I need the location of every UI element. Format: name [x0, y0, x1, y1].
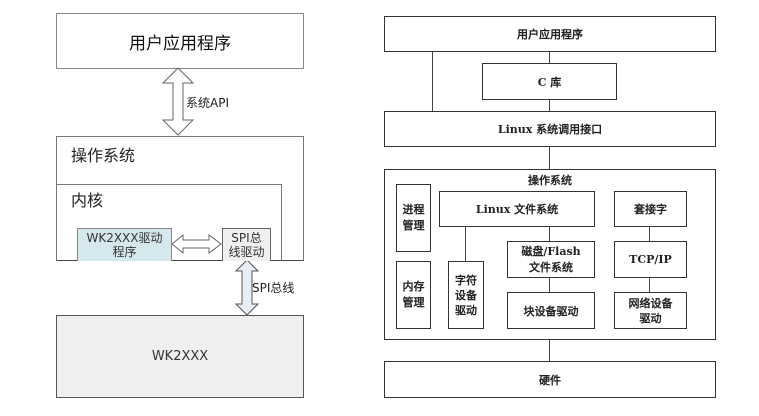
block-driver-box: 块设备驱动	[507, 292, 595, 329]
process-mgmt-line-2: 管理	[402, 219, 425, 232]
driver-line-2: 程序	[112, 245, 137, 259]
socket-label: 套接字	[634, 203, 667, 216]
memory-mgmt-line-2: 管理	[402, 296, 425, 309]
vfs-label: Linux 文件系统	[475, 203, 559, 216]
process-mgmt-box: 进程 管理	[396, 184, 431, 252]
os-title: 操作系统	[71, 146, 136, 165]
net-driver-line-1: 网络设备	[628, 296, 673, 310]
driver-line-1: WK2XXX驱动	[86, 231, 163, 245]
kernel-title: 内核	[71, 191, 104, 210]
spi-driver-line-2: 线驱动	[228, 245, 265, 259]
connector	[649, 226, 650, 241]
user-app-box: 用户应用程序	[56, 13, 304, 69]
block-driver-label: 块设备驱动	[523, 304, 579, 318]
user-app-label: 用户应用程序	[129, 33, 231, 54]
spi-driver-box: SPI总 线驱动	[222, 228, 271, 261]
syscall-box: Linux 系统调用接口	[384, 111, 716, 147]
wk2xxx-chip-box: WK2XXX	[56, 315, 304, 398]
r-user-app-label: 用户应用程序	[517, 28, 583, 41]
connector	[549, 277, 550, 292]
system-api-label: 系统API	[186, 96, 229, 110]
tcpip-label: TCP/IP	[629, 253, 672, 266]
connector	[549, 147, 550, 169]
char-driver-line-3: 驱动	[455, 303, 477, 317]
connector	[549, 226, 550, 241]
syscall-label: Linux 系统调用接口	[497, 123, 603, 136]
net-driver-box: 网络设备 驱动	[614, 292, 687, 329]
r-os-box: 操作系统	[384, 169, 716, 340]
connector	[465, 226, 466, 262]
spi-driver-line-1: SPI总	[231, 231, 262, 245]
connector	[432, 52, 433, 111]
hardware-label: 硬件	[539, 373, 561, 387]
disk-fs-line-1: 磁盘/Flash	[521, 244, 581, 258]
disk-fs-box: 磁盘/Flash 文件系统	[507, 241, 595, 278]
connector	[549, 339, 550, 361]
hardware-box: 硬件	[384, 361, 716, 398]
connector	[549, 100, 550, 111]
spi-bus-label: SPI总线	[252, 281, 295, 295]
connector	[649, 277, 650, 292]
kernel-box: 内核	[56, 184, 282, 261]
char-driver-box: 字符 设备 驱动	[448, 261, 484, 329]
c-lib-box: C 库	[482, 63, 617, 100]
system-api-arrow	[161, 67, 195, 136]
r-os-title: 操作系统	[528, 174, 572, 187]
char-driver-line-2: 设备	[455, 288, 477, 302]
wk2xxx-chip-label: WK2XXX	[151, 349, 209, 364]
char-driver-line-1: 字符	[455, 273, 477, 287]
wk2xxx-driver-box: WK2XXX驱动 程序	[77, 228, 172, 261]
memory-mgmt-box: 内存 管理	[396, 261, 431, 329]
c-lib-label: C 库	[537, 75, 562, 89]
socket-box: 套接字	[614, 191, 687, 227]
tcpip-box: TCP/IP	[614, 241, 687, 278]
r-user-app-box: 用户应用程序	[384, 16, 716, 52]
process-mgmt-line-1: 进程	[402, 203, 425, 216]
disk-fs-line-2: 文件系统	[529, 260, 573, 274]
connector	[549, 52, 550, 63]
driver-spi-arrow	[171, 233, 222, 255]
vfs-box: Linux 文件系统	[439, 191, 595, 227]
memory-mgmt-line-1: 内存	[402, 280, 425, 293]
net-driver-line-2: 驱动	[639, 311, 662, 325]
